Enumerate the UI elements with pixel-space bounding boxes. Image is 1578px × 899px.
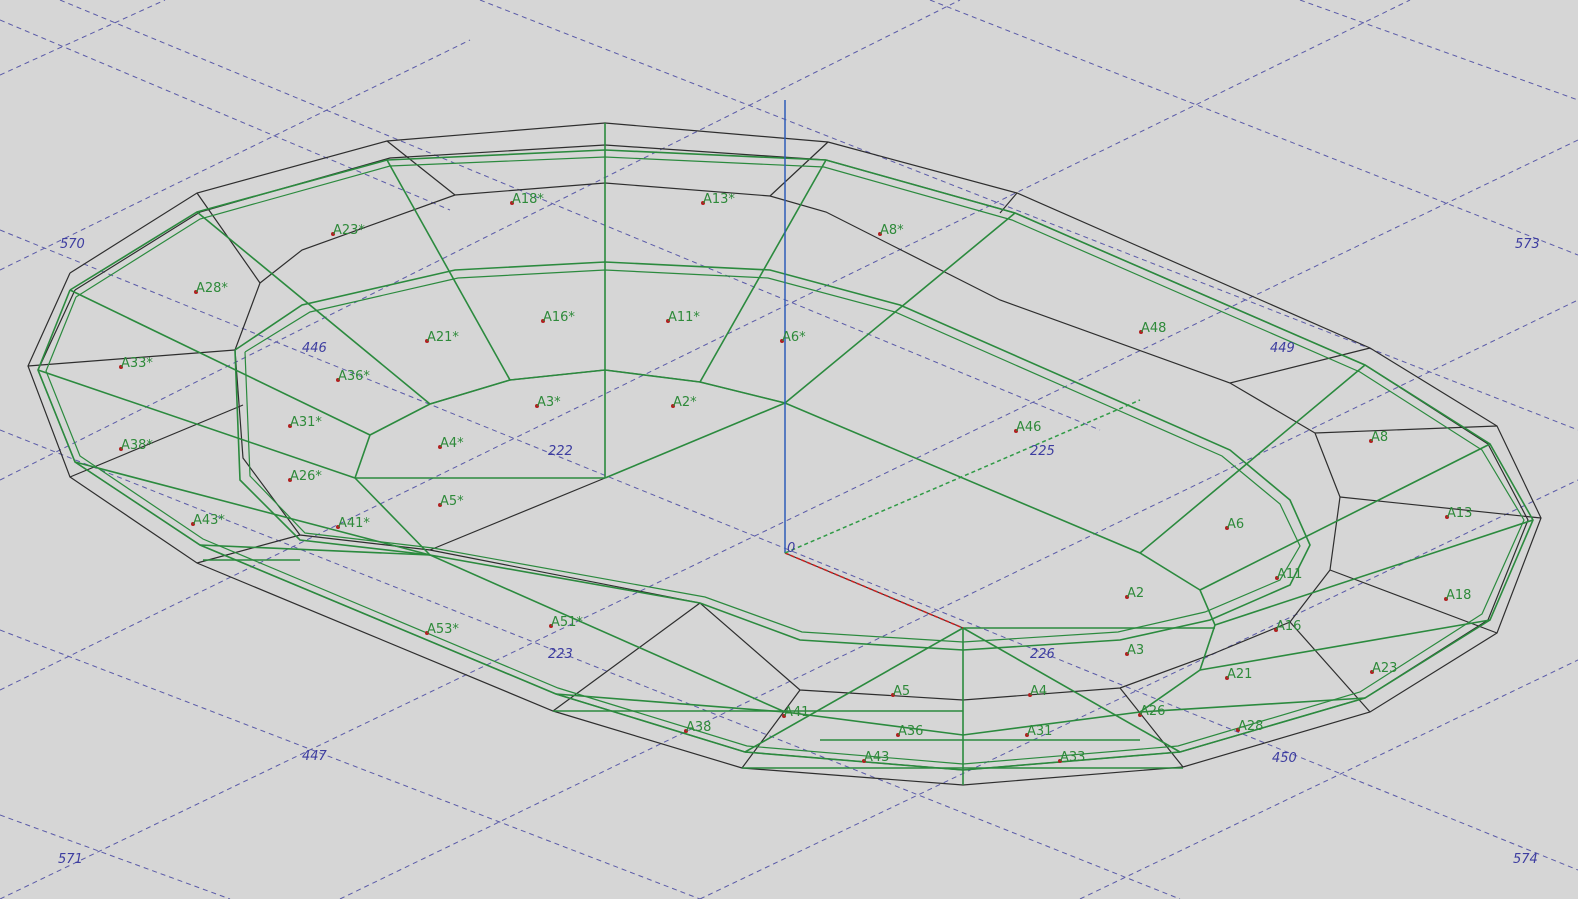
area-label: A41 — [784, 705, 809, 720]
x-axis — [784, 552, 964, 629]
grid-label: 449 — [1270, 341, 1295, 356]
area-label: A5* — [440, 494, 464, 509]
area-label: A41* — [338, 516, 370, 531]
area-label: A28 — [1238, 719, 1263, 734]
area-label: A33 — [1060, 750, 1085, 765]
area-label: A51* — [551, 615, 583, 630]
y-axis — [784, 399, 1141, 554]
grid-label: 222 — [548, 444, 573, 459]
grid-label: 223 — [548, 647, 573, 662]
area-label: A21* — [427, 330, 459, 345]
area-label: A43 — [864, 750, 889, 765]
grid-label: 226 — [1030, 647, 1055, 662]
area-label: A11 — [1277, 567, 1302, 582]
area-label: A8 — [1371, 430, 1388, 445]
coordinate-axes: 0 — [784, 100, 1141, 629]
area-label: A2* — [673, 395, 697, 410]
area-label: A23 — [1372, 661, 1397, 676]
area-label: A26 — [1140, 704, 1165, 719]
grid-labels: 570 573 446 449 222 225 223 226 447 450 … — [58, 237, 1540, 867]
area-label: A43* — [193, 513, 225, 528]
grid-label: 225 — [1030, 444, 1055, 459]
grid-label: 570 — [60, 237, 85, 252]
area-label: A3 — [1127, 643, 1144, 658]
area-label: A4* — [440, 436, 464, 451]
area-label: A11* — [668, 310, 700, 325]
area-label: A18 — [1446, 588, 1471, 603]
area-label: A36* — [338, 369, 370, 384]
area-label: A2 — [1127, 586, 1144, 601]
area-label: A6 — [1227, 517, 1244, 532]
area-label: A16 — [1276, 619, 1301, 634]
area-label: A23* — [333, 223, 365, 238]
area-label: A16* — [543, 310, 575, 325]
area-label: A33* — [121, 356, 153, 371]
area-label: A26* — [290, 469, 322, 484]
grid-label: 446 — [302, 341, 327, 356]
area-label: A46 — [1016, 420, 1041, 435]
grid-label: 573 — [1515, 237, 1540, 252]
grid-label: 571 — [58, 852, 83, 867]
area-labels: A18* A13* A8* A23* A28* A33* A38* A43* A… — [119, 192, 1472, 765]
area-label: A3* — [537, 395, 561, 410]
area-label: A38* — [121, 438, 153, 453]
area-label: A13* — [703, 192, 735, 207]
area-label: A38 — [686, 720, 711, 735]
area-label: A6* — [782, 330, 806, 345]
area-label: A4 — [1030, 684, 1047, 699]
grid-label: 574 — [1513, 852, 1538, 867]
origin-label: 0 — [787, 541, 795, 556]
area-label: A36 — [898, 724, 923, 739]
area-label: A31 — [1027, 724, 1052, 739]
area-label: A13 — [1447, 506, 1472, 521]
area-label: A21 — [1227, 667, 1252, 682]
area-label: A28* — [196, 281, 228, 296]
area-label: A18* — [512, 192, 544, 207]
area-label: A53* — [427, 622, 459, 637]
structural-members — [37, 123, 1534, 785]
grid-label: 450 — [1272, 751, 1297, 766]
area-label: A8* — [880, 223, 904, 238]
area-label: A31* — [290, 415, 322, 430]
grid-label: 447 — [302, 749, 328, 764]
area-label: A5 — [893, 684, 910, 699]
area-label: A48 — [1141, 321, 1166, 336]
